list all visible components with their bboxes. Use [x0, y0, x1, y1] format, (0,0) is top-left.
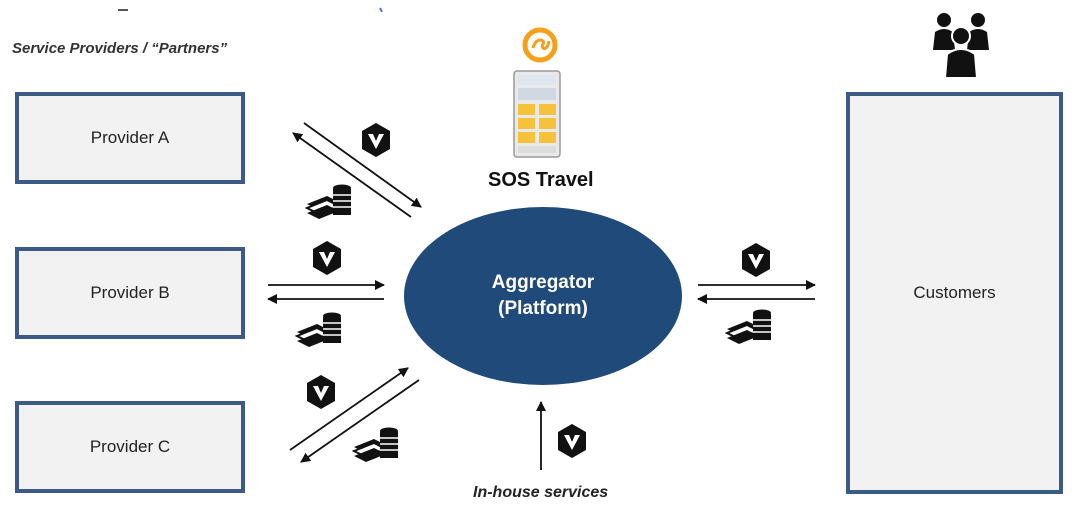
customers-box: Customers — [846, 92, 1063, 494]
money-stack-icon — [352, 427, 398, 462]
money-stack-icon — [305, 184, 351, 219]
diagram-title: Service Providers / “Partners” — [12, 40, 228, 57]
inhouse-services-label: In-house services — [473, 484, 609, 501]
customers-label: Customers — [913, 283, 996, 302]
provider-b-box: Provider B — [15, 247, 245, 339]
money-stack-icon — [725, 309, 771, 344]
top-edge-marks — [118, 7, 383, 12]
people-group-icon — [933, 13, 989, 79]
provider-a-box: Provider A — [15, 92, 245, 184]
arrow-platform-to-provider-a — [292, 132, 412, 218]
aggregator-title: Aggregator — [491, 272, 595, 294]
service-tag-icon — [558, 424, 586, 458]
arrow-platform-to-provider-c — [300, 379, 420, 463]
mobile-app-screenshot-icon — [513, 70, 561, 158]
provider-c-box: Provider C — [15, 401, 245, 493]
service-tag-icon — [313, 241, 341, 275]
provider-b-label: Provider B — [90, 283, 170, 302]
sos-logo-icon — [522, 27, 558, 63]
provider-c-label: Provider C — [89, 437, 171, 456]
arrow-provider-a-to-platform — [303, 122, 422, 208]
sos-travel-label: SOS Travel — [488, 169, 594, 191]
aggregator-subtitle: (Platform) — [498, 298, 588, 319]
service-tag-icon — [362, 123, 390, 157]
aggregator-platform: Aggregator (Platform) — [404, 207, 682, 385]
arrow-provider-c-to-platform — [289, 367, 409, 451]
service-tag-icon — [307, 375, 335, 409]
money-stack-icon — [295, 312, 341, 347]
service-tag-icon — [742, 243, 770, 277]
provider-a-label: Provider A — [90, 128, 170, 147]
